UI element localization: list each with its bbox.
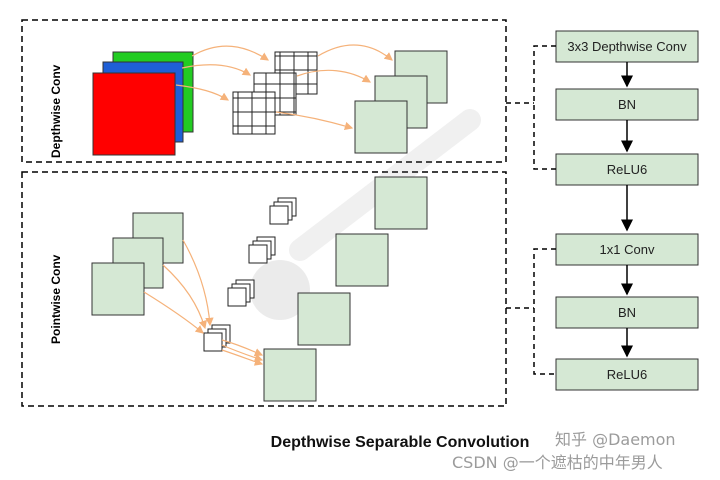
flow-box-relu6 <box>555 358 699 391</box>
feature-map <box>91 262 145 316</box>
pointwise-kernels <box>203 197 297 352</box>
flow-box-label: 1x1 Conv <box>600 242 655 257</box>
pointwise-outputs <box>263 176 428 402</box>
flow-bottom-group: 1x1 Conv BN ReLU6 <box>555 233 699 391</box>
feature-map <box>335 233 389 287</box>
pointwise-section-label: Pointwise Conv <box>49 254 63 344</box>
diagram-caption: Depthwise Separable Convolution <box>271 434 530 451</box>
feature-map <box>354 100 408 154</box>
depthwise-outputs <box>354 50 448 154</box>
flow-box-label: ReLU6 <box>607 367 647 382</box>
kernel-grid <box>232 91 276 135</box>
input-channels <box>92 51 194 156</box>
input-channel-red <box>92 72 176 156</box>
flow-box-label: BN <box>618 97 636 112</box>
flow-box-label: 3x3 Depthwise Conv <box>567 39 687 54</box>
flow-box-relu6 <box>555 153 699 186</box>
flow-box-label: BN <box>618 305 636 320</box>
depthwise-arrows <box>175 44 393 130</box>
depthwise-section-border <box>21 19 507 163</box>
feature-map <box>374 176 428 230</box>
zhihu-watermark: 知乎 @Daemon <box>555 430 676 449</box>
feature-map <box>263 348 317 402</box>
pointwise-arrows <box>143 239 264 366</box>
bracket-connectors <box>506 45 556 375</box>
flow-top-group: 3x3 Depthwise Conv BN ReLU6 <box>555 30 699 232</box>
csdn-watermark: CSDN @一个遮枯的中年男人 <box>452 453 663 472</box>
flow-box-bn <box>555 88 699 121</box>
depthwise-kernels <box>232 51 318 135</box>
flow-box-label: ReLU6 <box>607 162 647 177</box>
flow-box-bn <box>555 296 699 329</box>
depthwise-section-label: Depthwise Conv <box>49 64 63 158</box>
pointwise-section-border <box>21 171 507 407</box>
pointwise-inputs <box>91 212 184 316</box>
feature-map <box>297 292 351 346</box>
